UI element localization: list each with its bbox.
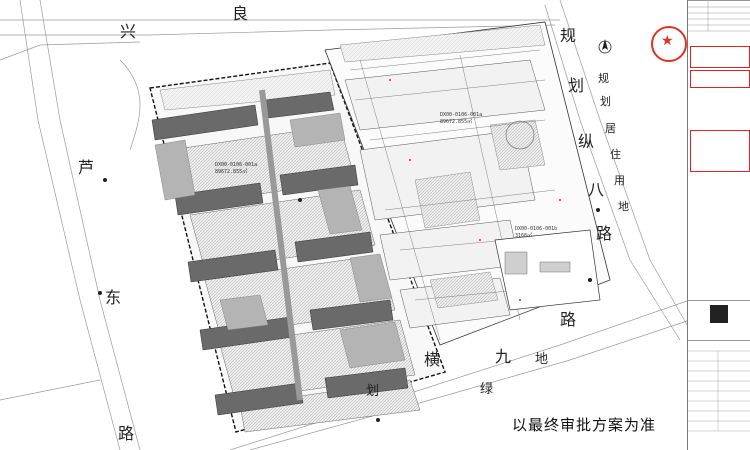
- plaza-circle: [505, 120, 535, 150]
- se-parcel-area: 3168㎡: [515, 233, 533, 239]
- title-block-table: [688, 340, 750, 450]
- west-buildings: [151, 91, 409, 416]
- road-left-char-1: 芦: [78, 158, 95, 177]
- road-main-char-3: 路: [596, 224, 613, 243]
- road-residential-char-6: 地: [618, 200, 629, 213]
- west-parcel-area: 89672.855㎡: [215, 169, 248, 175]
- east-courts: [414, 119, 546, 309]
- se-parcel-code: DX00-0106-001b: [515, 226, 558, 232]
- road-bottom-char-2: 九: [495, 347, 512, 366]
- road-right-char-2: 划: [568, 76, 585, 95]
- north-arrow-icon: [598, 39, 612, 54]
- title-block-logo-area: [688, 300, 750, 341]
- callouts: [98, 178, 600, 422]
- qr-code-icon: [710, 305, 728, 323]
- road-main-char-2: 八: [588, 180, 605, 199]
- road-residential-char-2: 划: [600, 95, 611, 108]
- road-right-char-1: 规: [560, 26, 577, 45]
- road-residential-char-1: 规: [598, 72, 609, 85]
- approval-box-3: [690, 130, 750, 172]
- title-table-grid-icon: [688, 350, 750, 432]
- title-grid-icon: [688, 1, 750, 32]
- road-left-char-2: 东: [105, 288, 122, 307]
- red-markers: [389, 79, 561, 301]
- disclaimer-note: 以最终审批方案为准: [512, 416, 657, 434]
- road-residential-char-3: 居: [605, 122, 616, 135]
- road-bottom-char-1: 横: [424, 350, 441, 369]
- road-main-char-1: 纵: [578, 132, 595, 151]
- road-residential-char-5: 用: [614, 174, 625, 187]
- road-top-char-1: 兴: [120, 22, 137, 41]
- road-residential-char-4: 住: [610, 148, 621, 161]
- west-parcel-code: DX00-0106-001a: [215, 162, 258, 168]
- east-parcel-area: 89672.855㎡: [440, 119, 473, 125]
- approval-box-1: [690, 46, 750, 68]
- road-bottom-char-3: 路: [560, 310, 577, 329]
- approval-box-2: [690, 70, 750, 88]
- road-left-char-3: 路: [118, 424, 135, 443]
- west-pads: [154, 112, 406, 369]
- east-parcel-code: DX00-0106-001a: [440, 112, 483, 118]
- se-buildings: [504, 251, 571, 275]
- central-spine: [259, 89, 303, 401]
- road-green-char-3: 地: [535, 352, 549, 367]
- road-top-char-2: 良: [232, 4, 249, 23]
- parking-strip: [159, 24, 546, 111]
- title-block-header: [688, 0, 750, 51]
- title-block: [687, 0, 750, 450]
- star-icon: ★: [661, 33, 674, 49]
- road-green-char-2: 绿: [480, 382, 494, 397]
- official-seal: ★: [651, 26, 687, 62]
- road-green-char-1: 划: [366, 384, 380, 399]
